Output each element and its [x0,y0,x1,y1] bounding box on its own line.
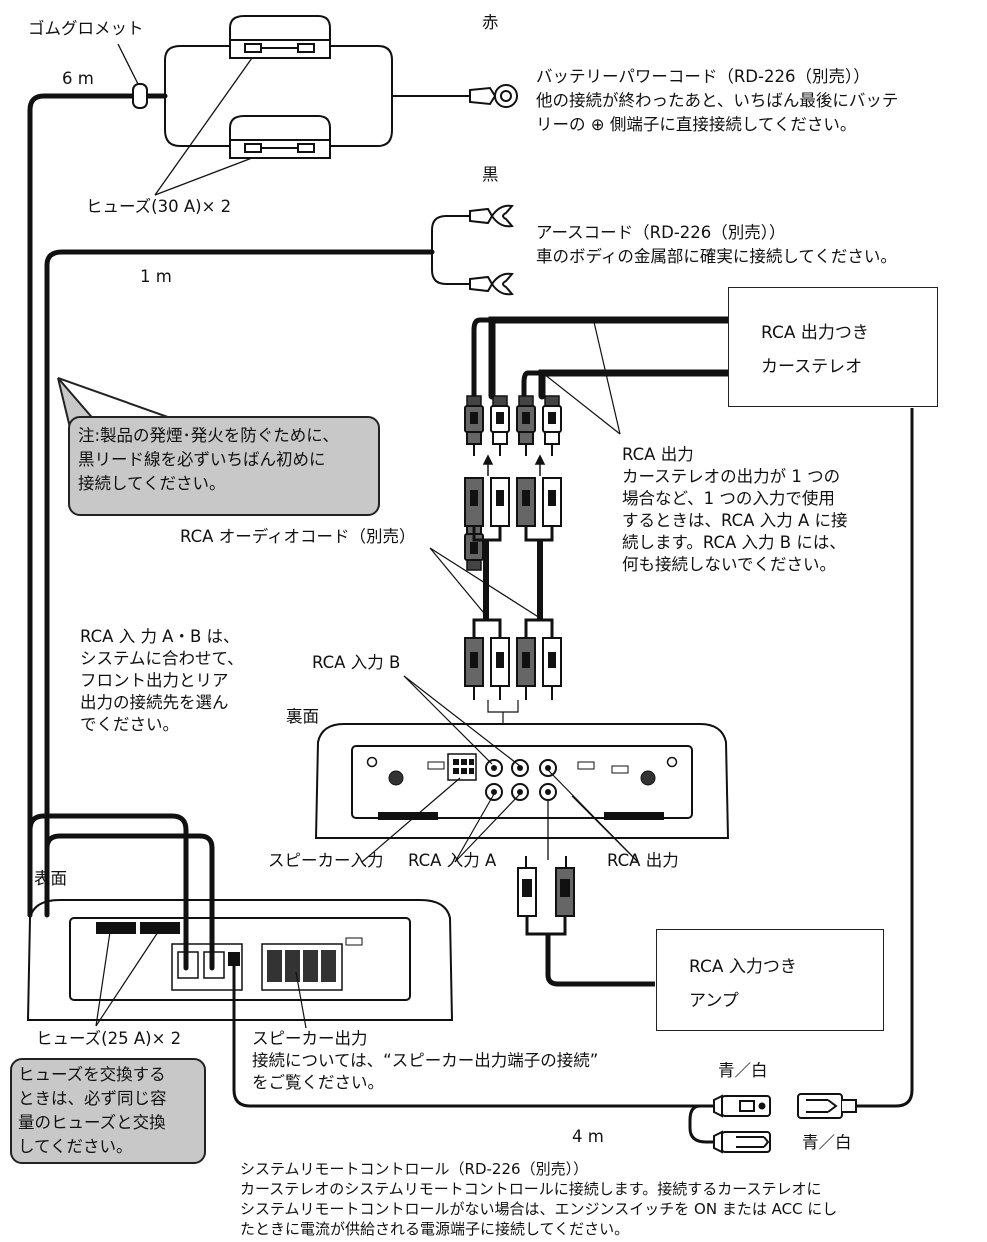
rca-ab-note-1: RCA 入 力 A・B は、 [80,627,240,646]
rear-panel [314,723,730,839]
car-stereo-label-2: カーステレオ [761,357,863,377]
length-6m-label: 6 m [62,69,94,88]
remote-connector-female [797,1093,857,1119]
fuse-note-4: してください。 [18,1137,133,1156]
amp-label-1: RCA 入力つき [689,957,797,977]
rca-output-desc-2: 場合など、1 つの入力で使用 [622,489,835,508]
amp-label-2: アンプ [689,991,739,1011]
blue-white-label-1: 青／白 [718,1061,768,1080]
fuse-note-3: 量のヒューズと交換 [18,1113,166,1132]
rca-mid-plugs-bottom [464,618,562,700]
fuse-holder-icon-2 [229,115,331,159]
rca-output-title: RCA 出力 [622,445,694,464]
rear-label: 裏面 [286,707,319,726]
rca-plug [464,395,484,457]
rca-input-a-label: RCA 入力 A [408,851,497,870]
amp-rca-plugs [517,867,575,936]
rca-plug [516,395,536,457]
system-remote-desc-1: カーステレオのシステムリモートコントロールに接続します。接続するカーステレオに [240,1180,822,1198]
ring-terminal-icon [469,84,518,108]
front-power-wires [27,813,716,1108]
rca-cables-stereo [471,316,732,400]
warning-line-3: 接続してください。 [78,474,226,493]
speaker-output-title: スピーカー出力 [252,1029,368,1048]
fuse-note-callout: ヒューズを交換する ときは、必ず同じ容 量のヒューズと交換 してください。 [10,1058,206,1164]
amp-rca-cable [525,800,567,868]
rca-audio-cord-label: RCA オーディオコード（別売） [180,527,416,546]
fork-terminal-icon-2 [469,272,514,296]
rca-input-b-label: RCA 入力 B [312,653,401,672]
pointer-lines [117,43,253,196]
earth-cord-title: アースコード（RD-226（別売）） [536,223,786,242]
grommet-label: ゴムグロメット [28,19,144,38]
amp-cable [545,934,655,987]
rca-ab-note-5: でください。 [80,715,179,734]
fuse-30-label: ヒューズ(30 A)× 2 [86,197,232,216]
rca-output-desc-1: カーステレオの出力が 1 つの [622,467,841,486]
battery-cord-desc-1: 他の接続が終わったあと、いちばん最後にバッテ [536,91,899,110]
system-remote-title: システムリモートコントロール（RD-226（別売）） [240,1160,589,1178]
rca-audio-cord [483,540,543,620]
remote-branch [688,1104,722,1144]
battery-cord-desc-2: リーの ⊕ 側端子に直接接続してください。 [536,115,857,134]
length-4m-label: 4 m [572,1127,604,1146]
black-label: 黒 [482,165,499,184]
remote-connector-male [713,1094,771,1118]
speaker-output-desc-2: をご覧ください。 [252,1073,384,1092]
red-label: 赤 [482,13,499,32]
earth-wire [44,215,471,918]
rca-output-label: RCA 出力 [607,851,679,870]
rca-plug [542,395,562,457]
system-remote-desc-2: システムリモートコントロールがない場合は、エンジンスイッチを ON または AC… [240,1200,838,1218]
warning-callout: 注:製品の発煙･発火を防ぐために、 黒リード線を必ずいちばん初めに 接続してくだ… [68,416,380,516]
speaker-input-label: スピーカー入力 [268,851,384,870]
rca-output-desc-5: 何も接続しないでください。 [622,555,837,574]
pointer-lines-rear [361,675,639,863]
front-panel [26,899,454,1021]
blue-white-label-2: 青／白 [802,1133,852,1152]
remote-wire-stereo [856,408,914,1108]
warning-line-2: 黒リード線を必ずいちばん初めに [78,450,326,469]
pointer-lines-front [95,931,307,1029]
fuse-note-2: ときは、必ず同じ容 [18,1089,167,1108]
battery-cord-title: バッテリーパワーコード（RD-226（別売）） [536,67,870,86]
rca-ab-note-4: 出力の接続先を選ん [80,693,229,712]
rca-plug [490,395,510,457]
rca-mid-plugs-top [464,477,562,542]
warning-line-1: 注:製品の発煙･発火を防ぐために、 [78,426,339,445]
battery-wire [27,45,471,918]
system-remote-desc-3: たときに電流が供給される電源端子に接続してください。 [240,1220,630,1238]
remote-connector-female-2 [713,1130,771,1154]
length-1m-label: 1 m [140,267,172,286]
fuse-25-label: ヒューズ(25 A)× 2 [36,1029,182,1048]
speaker-output-desc-1: 接続については、“スピーカー出力端子の接続” [252,1051,599,1070]
arrow-icons [482,454,546,476]
car-stereo-label-1: RCA 出力つき [761,323,869,343]
grommet-icon [132,83,148,109]
front-label: 表面 [34,869,67,888]
fuse-note-1: ヒューズを交換する [18,1065,166,1084]
pointer-lines-rca [429,321,621,619]
rca-ab-note-2: システムに合わせて、 [80,649,244,668]
car-stereo-box: RCA 出力つき カーステレオ [728,287,938,407]
rca-ab-note-3: フロント出力とリア [80,671,229,690]
earth-cord-desc: 車のボディの金属部に確実に接続してください。 [536,247,897,266]
fuse-holder-icon-1 [229,15,331,59]
rca-output-desc-3: するときは、RCA 入力 A に接 [622,511,848,530]
amp-box: RCA 入力つき アンプ [656,929,884,1031]
rca-output-desc-4: 続します。RCA 入力 B には、 [622,533,846,552]
fork-terminal-icon-1 [469,204,514,228]
